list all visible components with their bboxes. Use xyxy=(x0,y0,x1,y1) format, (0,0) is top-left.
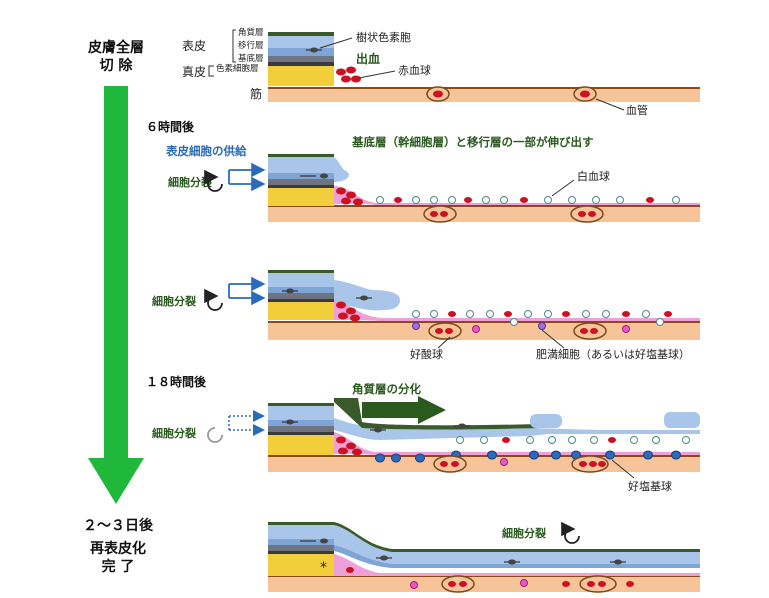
label-stratum-corneum: 角質層 xyxy=(238,27,264,38)
label-cell-division-3: 細胞分裂 xyxy=(152,426,196,440)
label-cell-division-2: 細胞分裂 xyxy=(152,294,196,308)
panel-initial: 角質層 移行層 基底層 表皮 色素細胞層 真皮 筋 樹状色素胞 出血 赤血球 血… xyxy=(182,27,700,117)
time-label-18h: １８時間後 xyxy=(146,374,207,389)
label-basophil: 好塩基球 xyxy=(628,479,672,493)
label-keratinization: 角質層の分化 xyxy=(352,382,421,396)
label-white-blood-cell: 白血球 xyxy=(577,169,610,183)
panel-2-3-days: 細胞分裂 * xyxy=(268,521,700,593)
timeline: 皮膚全層 切 除 ２～３日後 再表皮化 完 了 xyxy=(83,39,154,575)
panel-6h: ６時間後 基底層（幹細胞層）と移行層の一部が伸び出す 表皮細胞の供給 細胞分裂 xyxy=(146,119,700,223)
label-eosinophil: 好酸球 xyxy=(410,347,443,361)
panel-18h: １８時間後 角質層の分化 細胞分裂 xyxy=(146,374,700,493)
start-title-line1: 皮膚全層 xyxy=(87,39,144,56)
label-epidermis: 表皮 xyxy=(182,39,206,53)
label-hemorrhage: 出血 xyxy=(356,51,380,66)
time-label-2-3-days: ２～３日後 xyxy=(83,517,154,534)
timeline-arrow xyxy=(88,86,144,504)
label-dermis: 真皮 xyxy=(182,65,206,79)
asterisk-marker: * xyxy=(320,560,327,576)
start-title-line2: 切 除 xyxy=(100,57,134,74)
label-transitional-layer: 移行層 xyxy=(238,40,264,51)
label-mast-cell: 肥満細胞（あるいは好塩基球） xyxy=(536,347,690,361)
label-red-blood-cell: 赤血球 xyxy=(398,63,431,77)
keratinization-arrow xyxy=(362,396,446,424)
label-muscle: 筋 xyxy=(250,86,262,101)
time-label-6h: ６時間後 xyxy=(146,119,195,134)
label-basal-extension: 基底層（幹細胞層）と移行層の一部が伸び出す xyxy=(351,135,594,149)
label-blood-vessel: 血管 xyxy=(626,103,648,117)
label-cell-division-4: 細胞分裂 xyxy=(502,526,546,540)
end-title-line1: 再表皮化 xyxy=(90,540,146,557)
end-title-line2: 完 了 xyxy=(102,558,135,575)
panel-intermediate: 細胞分裂 xyxy=(152,270,700,361)
label-cell-division-1: 細胞分裂 xyxy=(168,175,212,189)
label-dendritic-melanocyte: 樹状色素胞 xyxy=(356,30,411,44)
label-basal-layer: 基底層 xyxy=(238,53,264,64)
label-pigment-cell-layer: 色素細胞層 xyxy=(216,63,259,74)
label-epidermal-supply: 表皮細胞の供給 xyxy=(165,144,247,158)
